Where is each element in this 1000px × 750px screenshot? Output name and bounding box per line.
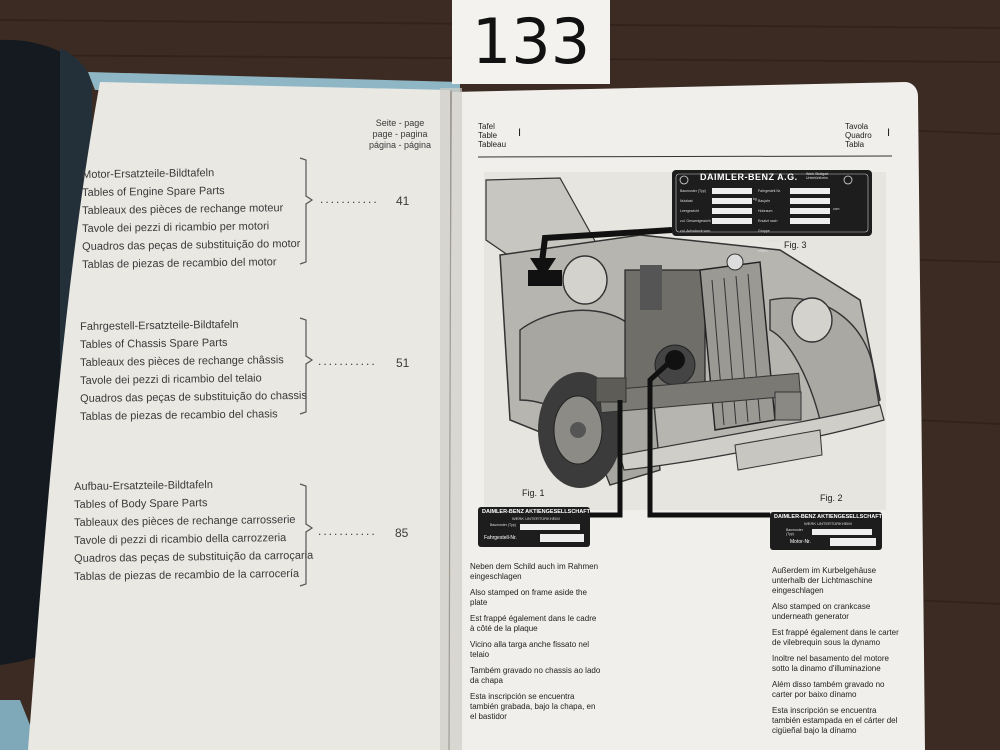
fig2-caption-column: Außerdem im Kurbelgehäuse unterhalb der …: [772, 566, 906, 736]
table-header-left: Tafel Table Tableau: [478, 122, 506, 149]
caption-paragraph: Also stamped on frame aside the plate: [470, 588, 587, 607]
plate3-field-label: Hubraum: [758, 209, 773, 213]
toc-section-engine: Motor-Ersatzteile-Bildtafeln Tables of E…: [82, 166, 300, 274]
photo-tag-number: 133: [452, 0, 610, 84]
plate1-field-top: Baumuster (Typ): [490, 523, 516, 527]
plate2-subtitle: WERK UNTERTÜRKHEIM: [804, 521, 852, 526]
gutter-line: [448, 89, 452, 750]
plate2-field-main: Motor-Nr.: [790, 539, 811, 545]
table-header-right: Tavola Quadro Tabla: [845, 122, 872, 149]
plate3-fields-right: Fahrgestell-Nr. Baujahr Hubraum Ersatzt …: [758, 186, 790, 256]
caption-paragraph: Est frappé également dans le cadre à côt…: [470, 614, 597, 633]
plate3-field-label: Nutzlast: [680, 199, 693, 203]
table-header-label: Tafel: [478, 122, 495, 131]
table-header-left-number: I: [518, 127, 522, 139]
caption-paragraph: Além disso também gravado no carter por …: [772, 680, 885, 699]
toc-page-number: 41: [396, 194, 410, 208]
toc-braces: [299, 157, 314, 587]
toc-entry: Tablas de piezas de recambio del motor: [82, 256, 277, 271]
page-column-header-line: Seite - page: [375, 118, 425, 128]
plate3-field-label: zul. Achsdruck hinten: [758, 239, 781, 253]
toc-leader-dots: ...........: [318, 354, 377, 368]
plate-fig2: [770, 512, 882, 550]
plate-fig1: [478, 507, 590, 547]
toc-section-body: Aufbau-Ersatzteile-Bildtafeln Tables of …: [74, 478, 313, 586]
plate3-field-label: Leergewicht: [680, 209, 699, 213]
plate3-field-label: zul. Achsdruck vorn: [680, 229, 711, 233]
toc-page-number: 51: [396, 356, 410, 370]
caption-paragraph: Also stamped on crankcase underneath gen…: [772, 602, 871, 621]
plate2-field-top: Baumuster (Typ): [786, 528, 803, 536]
fig2-label: Fig. 2: [820, 493, 843, 503]
table-header-right-number: I: [887, 127, 891, 139]
plate1-subtitle: WERK UNTERTÜRKHEIM: [512, 516, 560, 521]
plate3-title: DAIMLER-BENZ A.G.: [700, 172, 798, 182]
plate-fig3: [672, 170, 872, 236]
caption-paragraph: Também gravado no chassis ao lado da cha…: [470, 666, 601, 685]
table-header-label: Tableau: [478, 140, 507, 149]
plate3-field-label: Ersatzt nach Gruppe: [758, 219, 778, 233]
plate3-fields-left: Baumuster (Typ) Nutzlast Leergewicht zul…: [680, 186, 712, 236]
caption-paragraph: Est frappé également dans le carter de v…: [772, 628, 899, 647]
page-column-header-line: page - pagina: [372, 129, 428, 139]
caption-paragraph: Außerdem im Kurbelgehäuse unterhalb der …: [772, 566, 877, 595]
plate2-title: DAIMLER-BENZ AKTIENGESELLSCHAFT: [774, 514, 882, 520]
plate3-field-label: zul. Gesamtgewicht: [680, 219, 711, 223]
fig1-caption-column: Neben dem Schild auch im Rahmen eingesch…: [470, 562, 602, 722]
toc-leader-dots: ...........: [318, 524, 377, 538]
toc-page-number: 85: [395, 526, 409, 540]
page-column-header: Seite - page page - pagina página - pági…: [365, 118, 435, 151]
plate3-field-label: Baujahr: [758, 199, 771, 203]
table-header-label: Tavola: [845, 122, 869, 131]
caption-paragraph: Neben dem Schild auch im Rahmen eingesch…: [470, 562, 599, 581]
plate3-field-label: Baumuster (Typ): [680, 189, 706, 193]
table-header-label: Quadro: [845, 131, 872, 140]
toc-leader-dots: ...........: [320, 192, 379, 206]
plate3-unit-ccm: ccm: [833, 207, 840, 211]
toc-entry: Tablas de piezas de recambio de la carro…: [74, 567, 300, 583]
table-header-label: Table: [478, 131, 498, 140]
fig3-label: Fig. 3: [784, 240, 807, 250]
caption-paragraph: Inoltre nel basamento del motore sotto l…: [772, 654, 889, 673]
caption-paragraph: Esta inscripción se encuentra también gr…: [470, 692, 596, 721]
left-page: [28, 82, 450, 750]
fig1-label: Fig. 1: [522, 488, 545, 498]
header-rule: [477, 155, 893, 158]
caption-paragraph: Esta inscripción se encuentra también es…: [772, 706, 898, 735]
plate3-unit-kg: kg: [753, 197, 757, 201]
toc-entry: Tablas de piezas de recambio del chasis: [80, 408, 278, 423]
caption-paragraph: Vicino alla targa anche fissato nel tela…: [470, 640, 590, 659]
plate1-title: DAIMLER-BENZ AKTIENGESELLSCHAFT: [482, 509, 590, 515]
table-header-label: Tabla: [845, 140, 865, 149]
gutter-shadow: [440, 88, 462, 750]
plate3-subtitle: Werk Stuttgart Untertürkheim: [806, 172, 829, 180]
page-column-header-line: página - página: [368, 140, 432, 150]
plate1-field-main: Fahrgestell-Nr.: [484, 535, 517, 541]
toc-section-chassis: Fahrgestell-Ersatzteile-Bildtafeln Table…: [80, 318, 307, 426]
plate3-field-label: Fahrgestell-Nr.: [758, 189, 781, 193]
